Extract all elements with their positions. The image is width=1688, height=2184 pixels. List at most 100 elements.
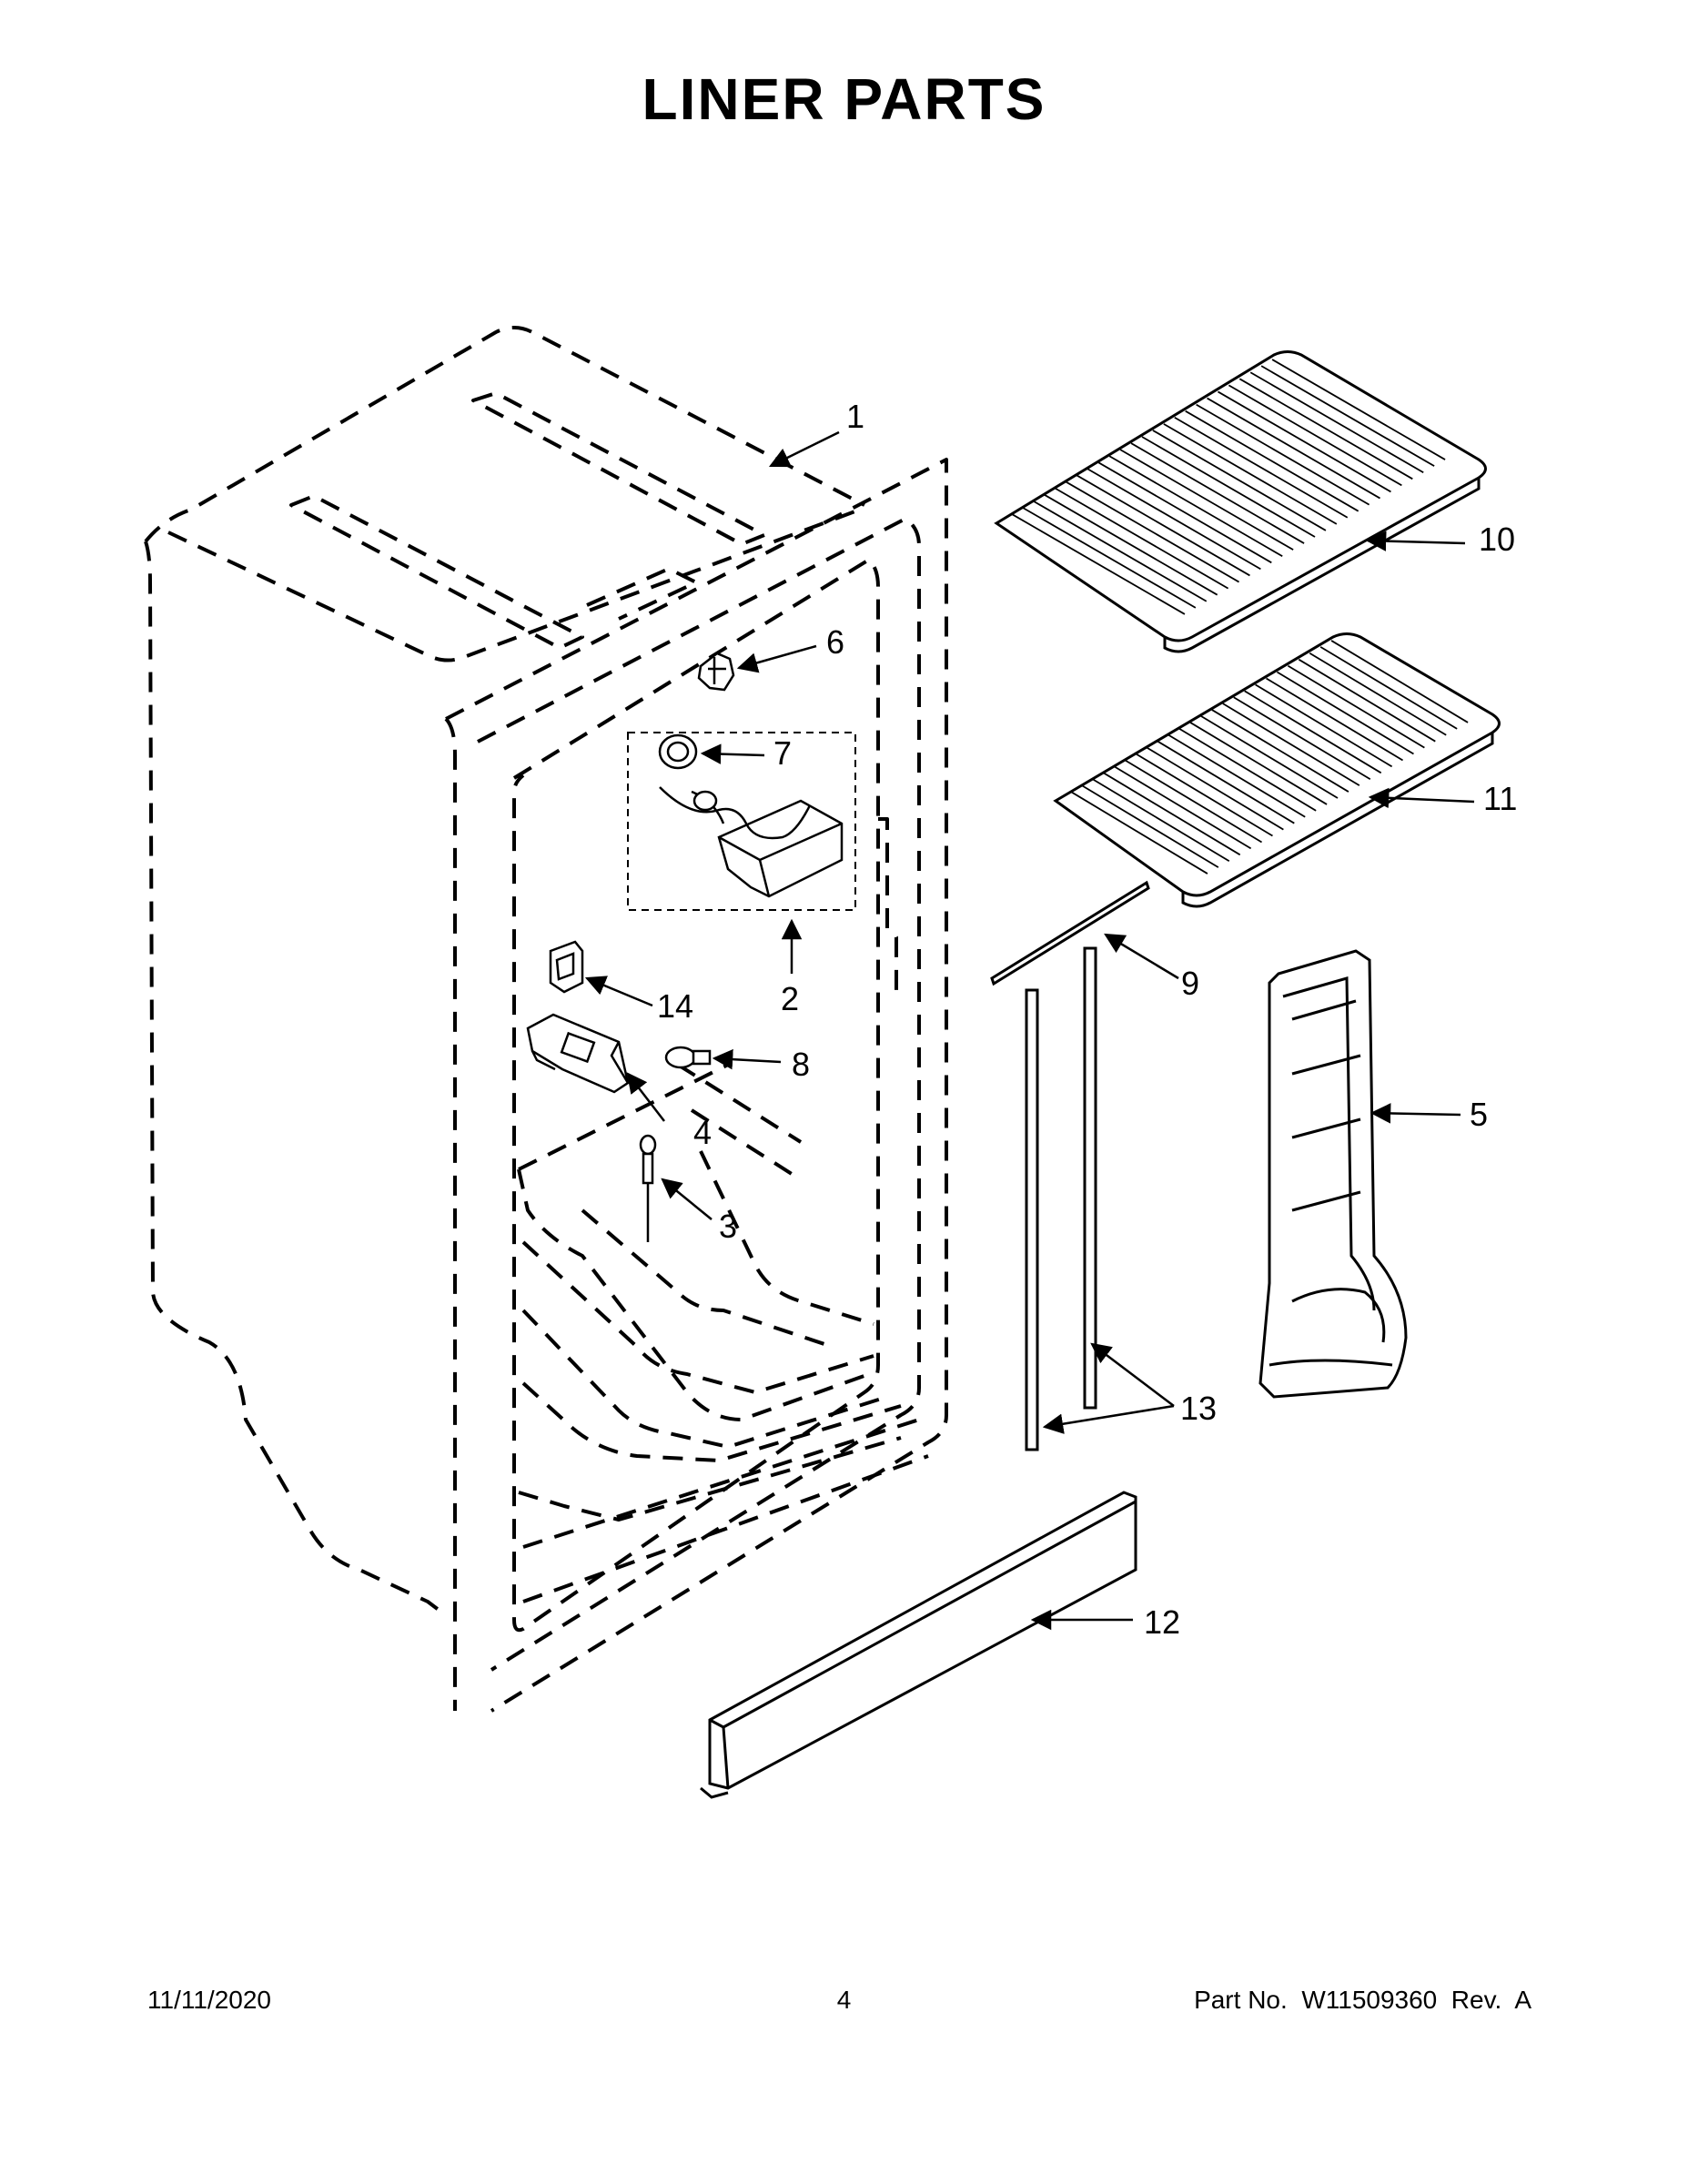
liner-mid-ledge: [676, 1063, 803, 1144]
liner-right-rear-notch: [878, 817, 898, 1001]
shelf-wire: [1055, 487, 1229, 590]
liner-front-frame-outer: [445, 458, 948, 1713]
shelf-wire: [1255, 683, 1393, 768]
liner-top-recess-b: [289, 494, 584, 650]
liner-bottom-floor: [517, 1063, 870, 1421]
shelf-wire: [1178, 728, 1317, 812]
shelf-wire: [1130, 442, 1305, 544]
part-10-wire-shelf: [994, 350, 1487, 653]
liner-bottom-step-3: [521, 1381, 902, 1462]
shelf-wire: [1196, 403, 1370, 506]
shelf-wire: [1135, 753, 1273, 837]
liner-top-outline: [144, 326, 865, 543]
shelf-wire: [1260, 365, 1435, 467]
shelf-wire: [1125, 759, 1263, 844]
shelf-wire: [1103, 772, 1241, 856]
shelf-wire: [1218, 390, 1391, 493]
shelf-wire: [1081, 784, 1219, 868]
shelf-wire: [1167, 733, 1306, 818]
shelf-wire: [1092, 778, 1230, 863]
liner-front-frame-left: [444, 717, 457, 1711]
part-7-thermostat-knob: [658, 733, 698, 770]
part-4-light-housing: [526, 1013, 630, 1094]
shelf-wire: [1146, 746, 1284, 831]
liner-top-front-edge: [167, 508, 861, 662]
shelf-wire: [1276, 671, 1414, 755]
liner-front-frame-mid: [477, 517, 921, 1672]
liner-bottom-step-2: [521, 1309, 888, 1449]
shelf-wire: [1044, 493, 1218, 596]
callout-11: 11: [1483, 780, 1517, 817]
callout-1: 1: [846, 398, 864, 435]
shelf-wire: [1330, 640, 1469, 723]
liner-bottom-step-1: [521, 1240, 874, 1394]
shelf-wire: [1249, 371, 1424, 474]
shelf-wire: [1207, 397, 1380, 500]
liner-bottom-base-3: [522, 1454, 929, 1603]
shelf-wire: [1119, 449, 1294, 551]
footer-page-number: 4: [836, 1986, 852, 2014]
shelf-wire: [1185, 410, 1359, 512]
callout-10: 10: [1479, 521, 1515, 558]
shelf-wire: [1211, 709, 1349, 793]
shelf-wire: [1076, 474, 1250, 577]
liner-mid-ledge-2: [690, 1108, 793, 1176]
part-6-clip: [697, 652, 735, 692]
shelf-wire: [1087, 468, 1261, 571]
shelf-wire: [1287, 664, 1425, 749]
callout-7: 7: [773, 734, 792, 772]
part-11-wire-shelf: [1053, 632, 1501, 908]
shelf-wire: [1070, 791, 1208, 875]
callout-5: 5: [1470, 1096, 1488, 1133]
callout-4: 4: [693, 1114, 712, 1151]
callout-6: 6: [826, 623, 844, 661]
footer-date: 11/11/2020: [147, 1986, 271, 2014]
liner-top-rear-block: [586, 567, 698, 621]
liner-left-side: [144, 541, 448, 1617]
callout-3: 3: [719, 1208, 737, 1245]
liner-bottom-base-2: [522, 1418, 920, 1549]
liner-top-recess-a: [471, 391, 766, 546]
shelf-wire: [1319, 646, 1458, 730]
shelf-wire: [1309, 652, 1447, 736]
part-3-sensor-probe: [639, 1134, 657, 1242]
shelf-wire: [1200, 715, 1339, 799]
shelf-wire: [1271, 359, 1446, 460]
callout-9: 9: [1181, 965, 1199, 1002]
shelf-wire: [1108, 455, 1283, 558]
part-14-bracket: [549, 940, 584, 994]
shelf-wire: [1238, 378, 1413, 480]
shelf-wire: [1033, 500, 1208, 602]
shelf-wire: [1022, 507, 1197, 609]
shelf-wire: [1222, 703, 1360, 786]
callout-14: 14: [657, 987, 693, 1025]
shelf-wire: [1163, 423, 1338, 525]
liner-diagonal-a: [581, 1208, 834, 1349]
part-5-air-duct-tower: [1258, 949, 1408, 1399]
part-8-light-bulb: [664, 1046, 712, 1069]
shelf-wire: [1244, 690, 1382, 774]
page-title: LINER PARTS: [642, 66, 1046, 132]
liner-inner-frame: [512, 558, 880, 1633]
part-2-control-housing: [659, 786, 844, 898]
liner-cabinet: [144, 326, 948, 1713]
shelf-wire: [1097, 461, 1272, 564]
shelf-wire: [1141, 436, 1316, 538]
shelf-wire: [1114, 765, 1252, 850]
shelf-wire: [1228, 384, 1402, 487]
shelf-wire: [1174, 416, 1349, 519]
liner-bottom-base-1: [518, 1436, 902, 1522]
leader-lines: [584, 430, 1475, 1631]
shelf-wire: [1298, 658, 1436, 743]
part-12-bottom-kick-plate: [700, 1491, 1137, 1799]
callout-2: 2: [781, 980, 799, 1017]
part-9-gasket-strip: [990, 880, 1150, 986]
footer-part-number: Part No. W11509360 Rev. A: [1194, 1986, 1531, 2014]
shelf-wire: [1066, 480, 1239, 583]
shelf-wire: [1157, 740, 1295, 824]
callout-12: 12: [1144, 1603, 1180, 1641]
shelf-wire: [1189, 722, 1328, 805]
shelf-wire: [1266, 677, 1404, 762]
shelf-wire: [1011, 513, 1186, 615]
